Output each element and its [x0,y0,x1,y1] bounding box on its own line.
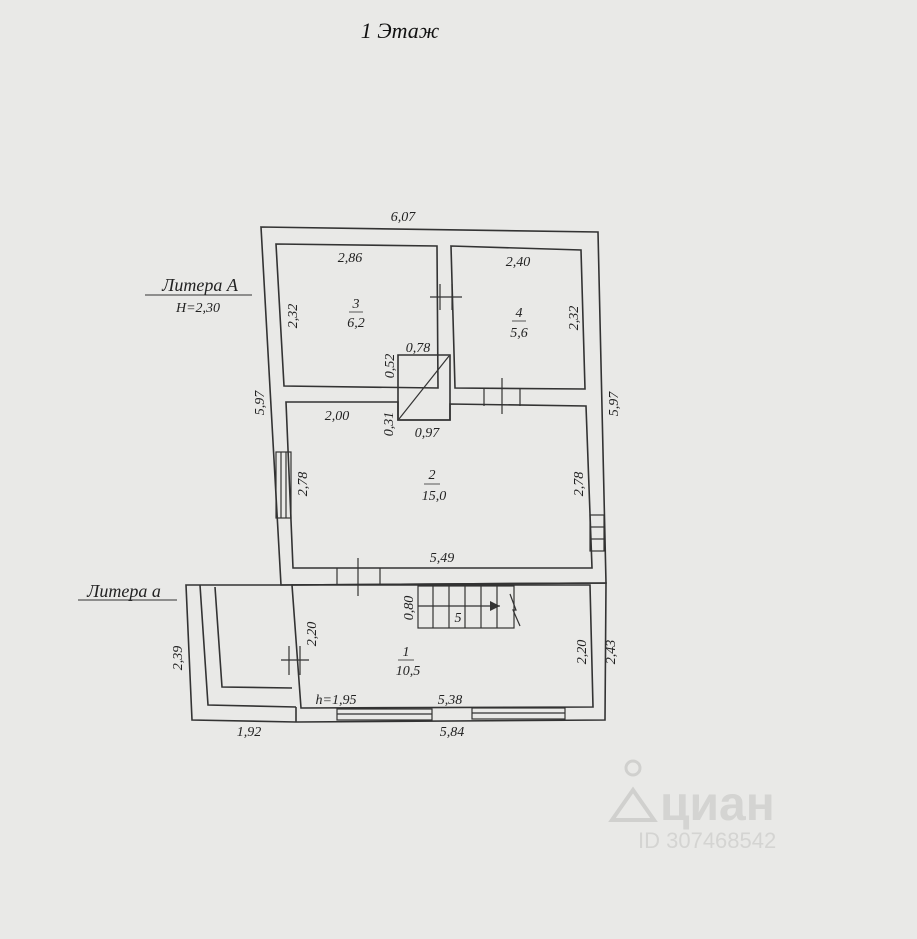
room-1-area: 10,5 [396,664,421,679]
dim-room2-bottom: 5,49 [430,551,455,566]
closet-diagonal [398,355,450,420]
openings-main [275,284,605,596]
dim-room1-left: 2,20 [305,622,320,647]
stair-label: 5 [455,611,462,626]
window-room2-right [589,514,605,552]
extension-outer-wall [185,582,607,723]
main-house-walls [260,226,607,586]
litera-a-upper-label: Литера А [161,275,239,295]
dim-right-height: 5,97 [607,391,622,417]
litera-a-height: H=2,30 [175,301,220,316]
cian-logo-icon [608,759,658,822]
dim-lower-width: 5,84 [440,725,465,740]
dim-stair-depth: 0,80 [402,596,417,621]
room-4-wall [450,245,586,390]
window-room2-left [275,451,292,519]
dim-closet-side2: 0,31 [382,412,397,437]
floor-title: 1 Этаж [361,18,440,43]
dim-room2-left: 2,78 [296,472,311,497]
dim-room2-right: 2,78 [572,472,587,497]
lower-height-label: h=1,95 [316,693,357,708]
room-1-wall [291,584,594,709]
dim-closet-bottom: 0,97 [415,426,441,441]
room-1-number: 1 [403,645,410,660]
porch-inner-wall-2 [214,586,293,689]
dim-room3-width: 2,86 [338,251,363,266]
dim-closet-side: 0,52 [383,354,398,379]
dim-room1-width: 5,38 [438,693,463,708]
closet-wall [397,354,451,421]
dim-room4-width: 2,40 [506,255,531,270]
extension-walls [185,582,607,723]
porch-inner-wall [199,584,297,708]
dim-room2-top: 2,00 [325,409,350,424]
dim-outer-right: 2,43 [604,640,619,665]
dim-closet-top: 0,78 [406,341,431,356]
dim-room4-height: 2,32 [567,306,582,331]
room-3-number: 3 [352,297,360,312]
dim-left-height: 5,97 [253,390,268,416]
room-3-area: 6,2 [347,316,365,331]
watermark-brand: циан [660,778,775,831]
dim-room3-height: 2,32 [286,304,301,329]
litera-a-lower-label: Литера а [86,581,161,601]
watermark-id: ID 307468542 [638,828,776,853]
room-4-number: 4 [516,306,523,321]
room-3-wall [275,243,439,389]
room-2-area: 15,0 [422,489,447,504]
room-4-area: 5,6 [510,326,528,341]
dim-porch-height: 2,39 [171,646,186,671]
dim-top-width: 6,07 [391,210,417,225]
staircase [417,585,521,629]
dim-porch-width: 1,92 [237,725,262,740]
dim-room1-right: 2,20 [575,640,590,665]
watermark: циан ID 307468542 [608,759,776,853]
room-2-number: 2 [429,468,436,483]
